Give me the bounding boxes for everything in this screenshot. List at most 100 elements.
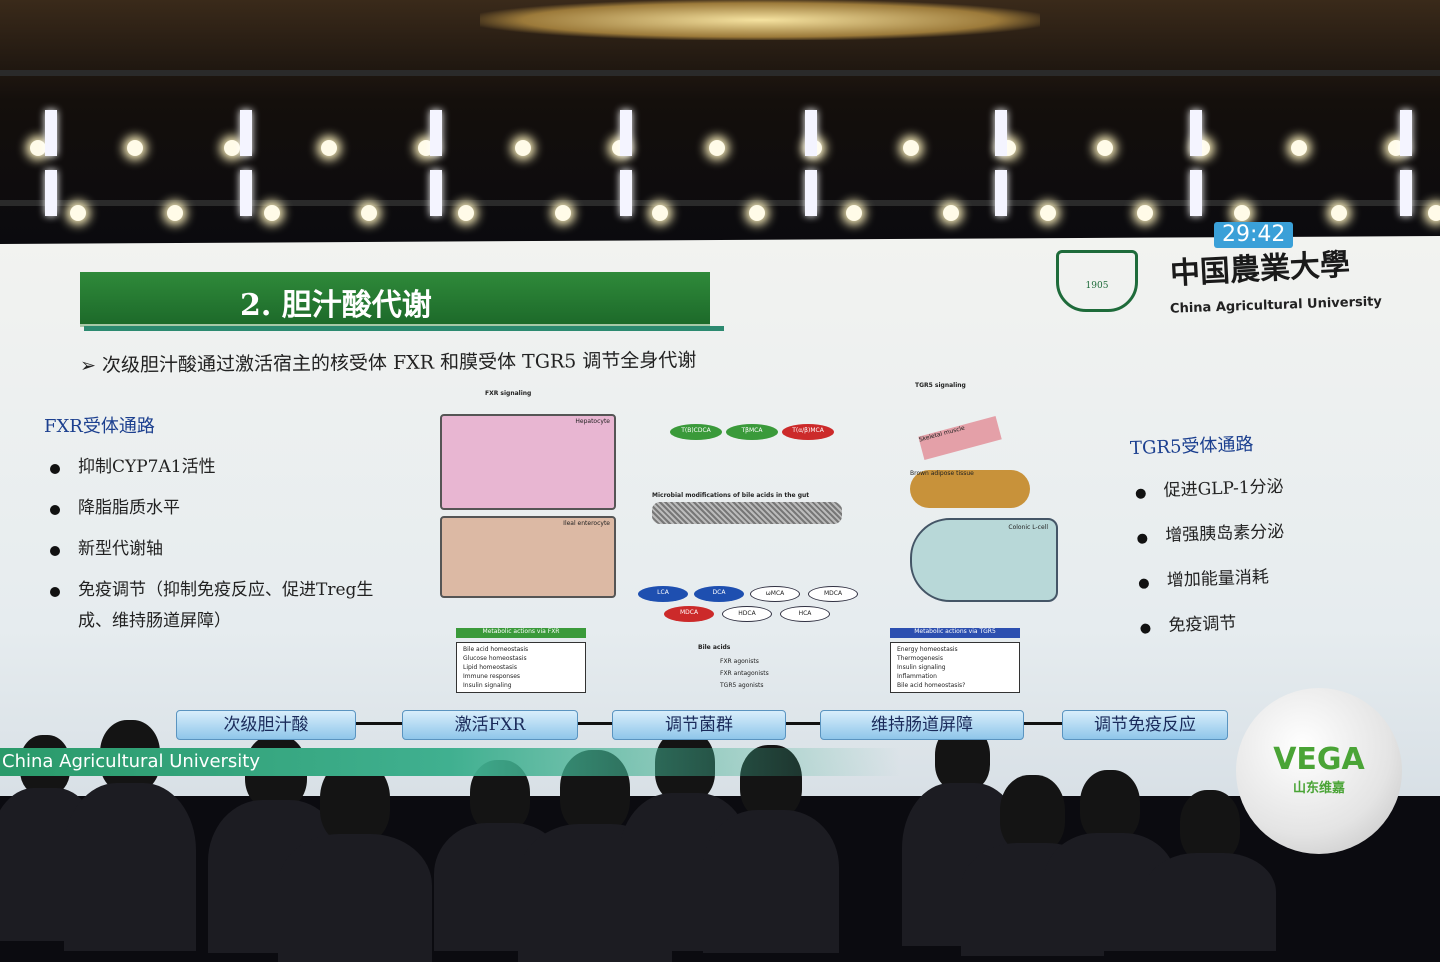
vega-watermark-logo: VEGA 山东维嘉 (1236, 688, 1402, 854)
lighting-truss (0, 200, 1440, 206)
title-underline (84, 326, 724, 331)
colonic-l-cell: Colonic L-cell (910, 518, 1058, 602)
legend-title: Bile acids (698, 644, 731, 651)
stage-light (458, 205, 474, 221)
stage-light (1291, 140, 1307, 156)
stage-light (652, 205, 668, 221)
audience-body (278, 833, 432, 962)
stage-light (709, 140, 725, 156)
action-item: Lipid homeostasis (463, 664, 517, 671)
list-item: 降脂脂质水平 (44, 493, 374, 524)
led-bar (430, 110, 442, 156)
flow-box: 调节免疫反应 (1062, 710, 1228, 740)
slide-title-bar: 2. 胆汁酸代谢 (80, 272, 710, 324)
stage-light (167, 205, 183, 221)
fxr-heading: FXR受体通路 (44, 416, 155, 437)
acid-oval: DCA (694, 586, 744, 602)
list-item: 增强胰岛素分泌 (1131, 512, 1422, 553)
stage-light (321, 140, 337, 156)
university-seal-logo: 1905 (1056, 250, 1138, 312)
skeletal-muscle: Skeletal muscle (918, 416, 1002, 460)
audience-body (702, 810, 840, 954)
watermark-brand: VEGA (1273, 742, 1365, 777)
fxr-signaling-title: FXR signaling (485, 390, 532, 397)
acid-oval: T(α/β)MCA (782, 424, 834, 440)
acid-oval: LCA (638, 586, 688, 602)
led-bar (620, 110, 632, 156)
action-item: Glucose homeostasis (463, 655, 527, 662)
led-bar (995, 110, 1007, 156)
led-bar (1400, 110, 1412, 156)
flow-box: 维持肠道屏障 (820, 710, 1024, 740)
tgr5-signaling-title: TGR5 signaling (915, 382, 966, 389)
audience-head (1180, 790, 1240, 862)
flow-arrow (578, 722, 612, 725)
gut-microbiota-image (652, 502, 842, 524)
stage-light (749, 205, 765, 221)
stage-light (30, 140, 46, 156)
audience-head (1000, 775, 1065, 853)
action-item: Energy homeostasis (897, 646, 958, 653)
stage-light (555, 205, 571, 221)
stage-light (1137, 205, 1153, 221)
action-item: Inflammation (897, 673, 937, 680)
acid-oval: MDCA (664, 606, 714, 622)
flow-box: 激活FXR (402, 710, 578, 740)
acid-oval: TβMCA (726, 424, 778, 440)
action-item: Insulin signaling (897, 664, 946, 671)
stage-light (943, 205, 959, 221)
list-item: 免疫调节（抑制免疫反应、促进Treg生成、维持肠道屏障） (44, 575, 374, 637)
flow-arrow (786, 722, 820, 725)
stage-light (1040, 205, 1056, 221)
stage-light (1331, 205, 1347, 221)
stage-light (70, 205, 86, 221)
led-bar (1190, 110, 1202, 156)
audience-body (1144, 853, 1276, 951)
stage-light (127, 140, 143, 156)
brown-adipose-tissue: Brown adipose tissue (910, 470, 1030, 508)
acid-oval: T(B)CDCA (670, 424, 722, 440)
tgr5-heading: TGR5受体通路 (1129, 433, 1254, 460)
slide-subtitle: ➢ 次级胆汁酸通过激活宿主的核受体 FXR 和膜受体 TGR5 调节全身代谢 (79, 349, 697, 377)
action-item: Immune responses (463, 673, 521, 680)
gut-label: Microbial modifications of bile acids in… (652, 492, 810, 499)
footer-strip: China Agricultural University (0, 748, 900, 776)
stage-ceiling (0, 0, 1440, 250)
list-item: 增加能量消耗 (1132, 557, 1423, 598)
list-item: 新型代谢轴 (44, 534, 374, 565)
legend-item: TGR5 agonists (720, 682, 764, 689)
led-bar (45, 110, 57, 156)
action-item: Bile acid homeostasis (463, 646, 529, 653)
timer: 29:42 (1214, 222, 1294, 248)
led-bar (805, 170, 817, 216)
bile-acid-diagram: FXR signaling TGR5 signaling Hepatocyte … (380, 380, 1060, 700)
stage-light (224, 140, 240, 156)
acid-oval: MDCA (808, 586, 858, 602)
stage-light (1234, 205, 1250, 221)
footer-strip-text: China Agricultural University (2, 751, 261, 772)
flow-box: 调节菌群 (612, 710, 786, 740)
acid-oval: HDCA (722, 606, 772, 622)
acid-oval: ωMCA (750, 586, 800, 602)
stage-light (846, 205, 862, 221)
audience-head (1080, 770, 1140, 842)
stage-light (903, 140, 919, 156)
hepatocyte-cell: Hepatocyte (440, 414, 616, 510)
led-bar (620, 170, 632, 216)
watermark-sub: 山东维嘉 (1292, 781, 1345, 796)
led-bar (995, 170, 1007, 216)
flow-arrow (356, 722, 402, 725)
hepatocyte-label: Hepatocyte (575, 418, 610, 425)
flow-box: 次级胆汁酸 (176, 710, 356, 740)
slide-title: 2. 胆汁酸代谢 (240, 288, 432, 323)
stage-light (361, 205, 377, 221)
stage-light (264, 205, 280, 221)
tissue-label: Skeletal muscle (918, 424, 966, 444)
tgr5-list: 促进GLP-1分泌 增强胰岛素分泌 增加能量消耗 免疫调节 (1129, 467, 1425, 643)
stage-light (515, 140, 531, 156)
legend-item: FXR antagonists (720, 670, 769, 677)
led-bar (240, 110, 252, 156)
